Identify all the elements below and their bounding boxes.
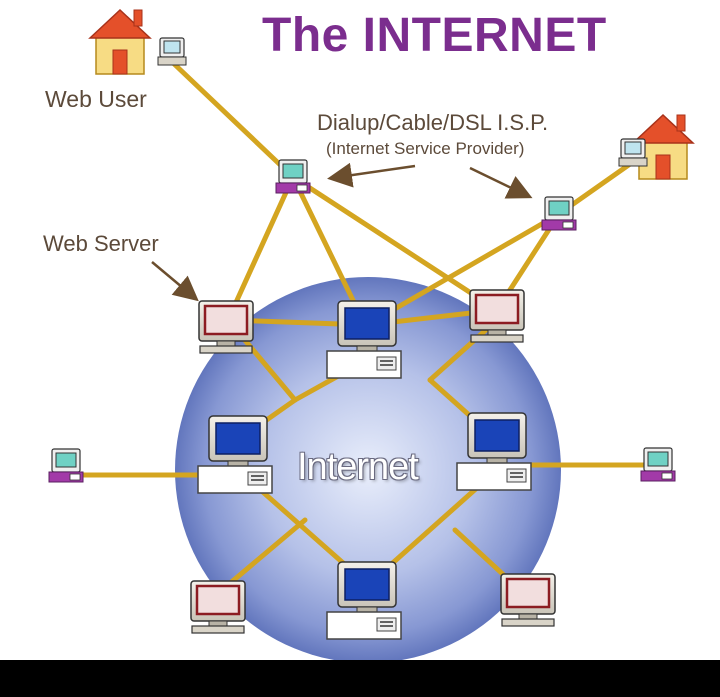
- web-server-bottom-right-icon: [499, 572, 557, 628]
- remote-user-computer-icon: [618, 138, 648, 167]
- edge-terminal-left-icon: [48, 448, 84, 483]
- web-user-computer-icon: [157, 37, 187, 66]
- internet-node-left-icon: [197, 415, 273, 494]
- web-user-house-icon: [89, 9, 151, 75]
- internet-label: Internet: [297, 446, 419, 488]
- internet-diagram: The INTERNET Web User Dialup/Cable/DSL I…: [0, 0, 720, 660]
- web-server-label: Web Server: [43, 231, 159, 256]
- internet-node-top-icon: [326, 300, 402, 379]
- callout-arrows: [151, 162, 533, 302]
- internet-node-right-icon: [456, 412, 532, 491]
- internet-node-bottom-icon: [326, 561, 402, 640]
- isp-label: Dialup/Cable/DSL I.S.P.: [317, 110, 549, 135]
- diagram-title: The INTERNET: [262, 9, 607, 62]
- isp-terminal-right-icon: [541, 196, 577, 231]
- isp-terminal-left-icon: [275, 159, 311, 194]
- diagram-graphics: [48, 9, 694, 660]
- web-server-bottom-left-icon: [189, 579, 247, 635]
- edge-terminal-right-icon: [640, 447, 676, 482]
- web-user-label: Web User: [45, 86, 147, 112]
- isp-sublabel: (Internet Service Provider): [326, 139, 525, 158]
